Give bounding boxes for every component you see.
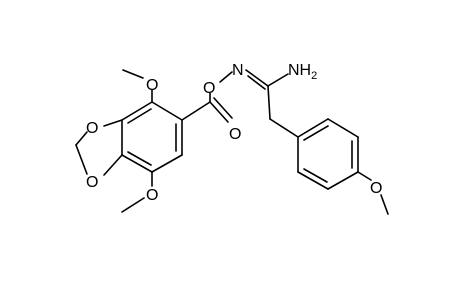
atom-o-methoxy-right: O	[370, 180, 382, 197]
bond-ring2-b5-b6	[297, 171, 329, 190]
bonds	[75, 69, 389, 215]
bond-ch2-ring2	[269, 118, 299, 138]
bond-ring2-b1-b2	[297, 118, 329, 138]
atom-o-dioxole-bottom: O	[86, 174, 98, 191]
bond-carbonyl-c-o-double-2	[213, 97, 233, 119]
atom-o-methoxy-top: O	[146, 77, 158, 94]
bond-ring-carbonyl-c	[181, 101, 211, 121]
bond-c-ch2	[267, 85, 271, 120]
bond-ring1-a3-a4	[151, 154, 183, 173]
atom-n-oxime: N	[232, 62, 244, 79]
atom-o-dioxole-top: O	[86, 120, 98, 137]
bond-ring2-b5-b6-inner	[303, 168, 328, 183]
atom-nh2: NH2	[288, 62, 317, 82]
bond-c-nh2	[267, 73, 289, 87]
bond-ring2-o-methoxy	[357, 171, 372, 181]
bond-ring2-b2-b3	[327, 118, 359, 138]
bond-ring1-a1-a2	[151, 101, 183, 121]
bond-ring1-a6-a1-inner	[127, 108, 152, 124]
atom-o-ester: O	[203, 80, 215, 97]
bond-dioxole-o-c-bottom	[103, 154, 123, 176]
bond-dioxole-c-o-top	[103, 119, 123, 127]
atom-o-carbonyl: O	[229, 126, 241, 143]
bond-ring1-a4-a5	[121, 154, 153, 173]
bond-o-ch3-top	[122, 69, 144, 79]
atom-o-methoxy-bottom: O	[146, 187, 158, 204]
bond-n-c-double-1	[245, 69, 269, 87]
bond-ring1-a4-a5-inner	[127, 151, 152, 166]
bond-o-ch3-bottom	[121, 197, 145, 213]
bond-ring1-a6-a1	[121, 101, 153, 121]
atom-labels: O O N NH2 O O O O O	[86, 62, 382, 204]
bond-carbonyl-c-o-double-1	[209, 101, 229, 123]
atom-nh2-main: NH	[288, 62, 311, 79]
bond-n-c-double-2	[247, 75, 266, 90]
bond-dioxole-o-ch2-top	[75, 131, 88, 146]
bond-ring2-b4-b5	[327, 171, 359, 190]
bond-ring2-b1-b2-inner	[303, 125, 329, 141]
atom-nh2-subscript: 2	[311, 70, 317, 82]
bond-o-ch3-right	[380, 194, 389, 215]
bond-dioxole-ch2-o-bottom	[75, 144, 88, 175]
bond-o-n	[219, 71, 233, 83]
